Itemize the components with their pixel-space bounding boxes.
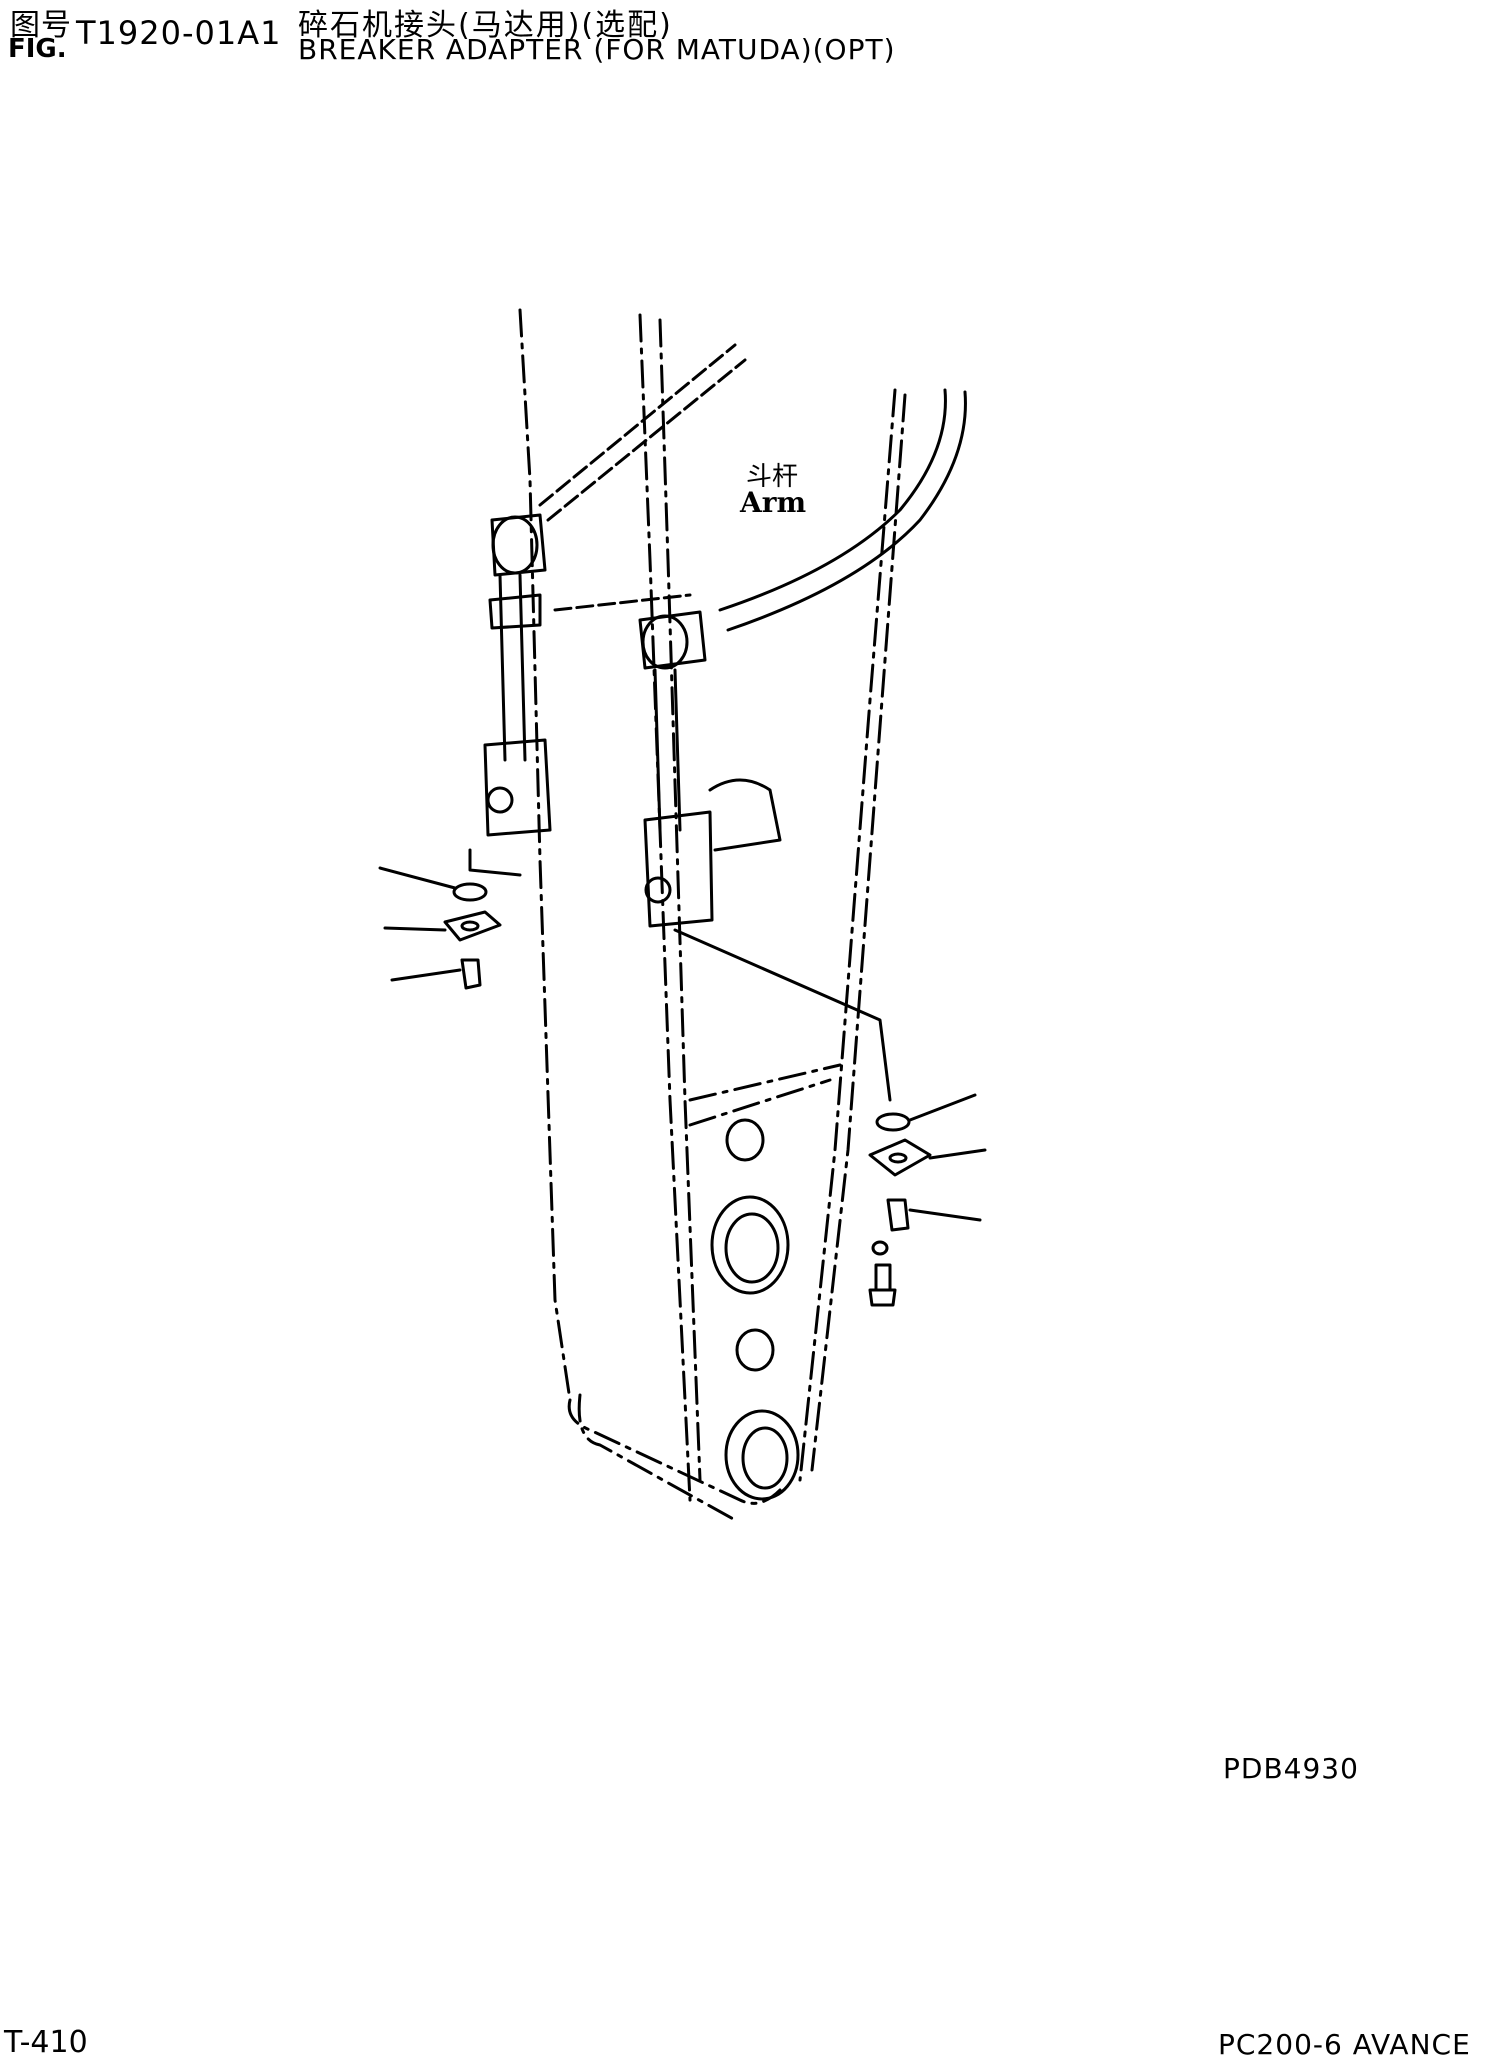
title-cn: 碎石机接头(马达用)(选配): [298, 8, 673, 43]
arm-label-cn: 斗杆: [746, 462, 799, 492]
arm-label-en: Arm: [740, 486, 807, 519]
drawing-number: PDB4930: [1223, 1752, 1359, 1785]
model-name: PC200-6 AVANCE: [1218, 2028, 1471, 2061]
left-loose-parts: [378, 866, 502, 990]
figure-number: T1920-01A1: [76, 14, 282, 52]
hose: [718, 388, 967, 632]
right-pipe-assembly: [638, 610, 892, 1102]
left-pipe-assembly: [468, 513, 552, 877]
page-number: T-410: [4, 2025, 88, 2060]
figure-label-cn: 图号: [10, 8, 72, 43]
title-en: BREAKER ADAPTER (FOR MATUDA)(OPT): [298, 33, 896, 66]
right-loose-parts: [868, 1093, 987, 1307]
arm-bosses: [710, 1118, 800, 1501]
figure-label-en: FIG.: [8, 34, 67, 64]
hidden-lines: [538, 343, 747, 612]
